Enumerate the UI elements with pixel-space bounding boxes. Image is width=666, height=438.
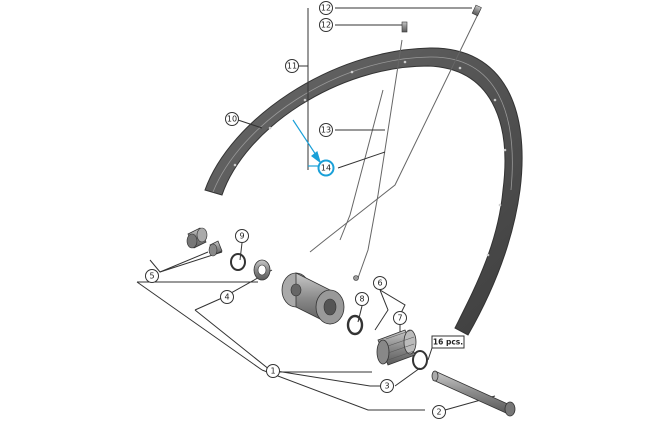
callout-label: 7: [397, 314, 402, 323]
callout-8: 8: [355, 292, 369, 306]
hub-shell: [281, 272, 345, 325]
leader-lines: [136, 7, 496, 411]
callout-label: 12: [321, 4, 331, 13]
callout-label: 3: [384, 382, 389, 391]
washer-left: [230, 253, 246, 271]
callout-9: 9: [235, 229, 249, 243]
callout-label: 8: [359, 295, 364, 304]
callout-12b: 12: [319, 18, 333, 32]
callout-4: 4: [220, 290, 234, 304]
callout-label: 6: [377, 279, 382, 288]
callout-label: 10: [227, 115, 237, 124]
spoke-count-note: 16 pcs.: [431, 335, 465, 349]
o-ring: [346, 314, 364, 336]
callout-label: 4: [224, 293, 229, 302]
callout-14-highlighted: 14: [317, 159, 335, 177]
end-caps: [186, 227, 223, 257]
spoke-count-label: 16 pcs.: [433, 338, 463, 347]
washer-axle: [412, 350, 428, 370]
callout-label: 11: [287, 62, 297, 71]
callout-label: 12: [321, 21, 331, 30]
callout-7: 7: [393, 311, 407, 325]
callout-1: 1: [266, 364, 280, 378]
free-hub-body: [376, 329, 417, 366]
callout-6: 6: [373, 276, 387, 290]
highlight-arrows: [292, 119, 322, 167]
callout-label: 14: [321, 164, 331, 173]
callout-label: 5: [149, 272, 154, 281]
callout-12a: 12: [319, 1, 333, 15]
callout-11: 11: [285, 59, 299, 73]
thru-axle: [431, 370, 516, 417]
callout-label: 9: [239, 232, 244, 241]
callout-label: 1: [270, 367, 275, 376]
rim: [204, 47, 523, 336]
callout-10: 10: [225, 112, 239, 126]
bearing: [253, 259, 271, 281]
callout-13: 13: [319, 123, 333, 137]
callout-label: 13: [321, 126, 331, 135]
callout-label: 2: [436, 408, 441, 417]
spokes: [309, 9, 481, 279]
spoke-parts: [353, 4, 482, 281]
callout-2: 2: [432, 405, 446, 419]
callout-5: 5: [145, 269, 159, 283]
callout-3: 3: [380, 379, 394, 393]
